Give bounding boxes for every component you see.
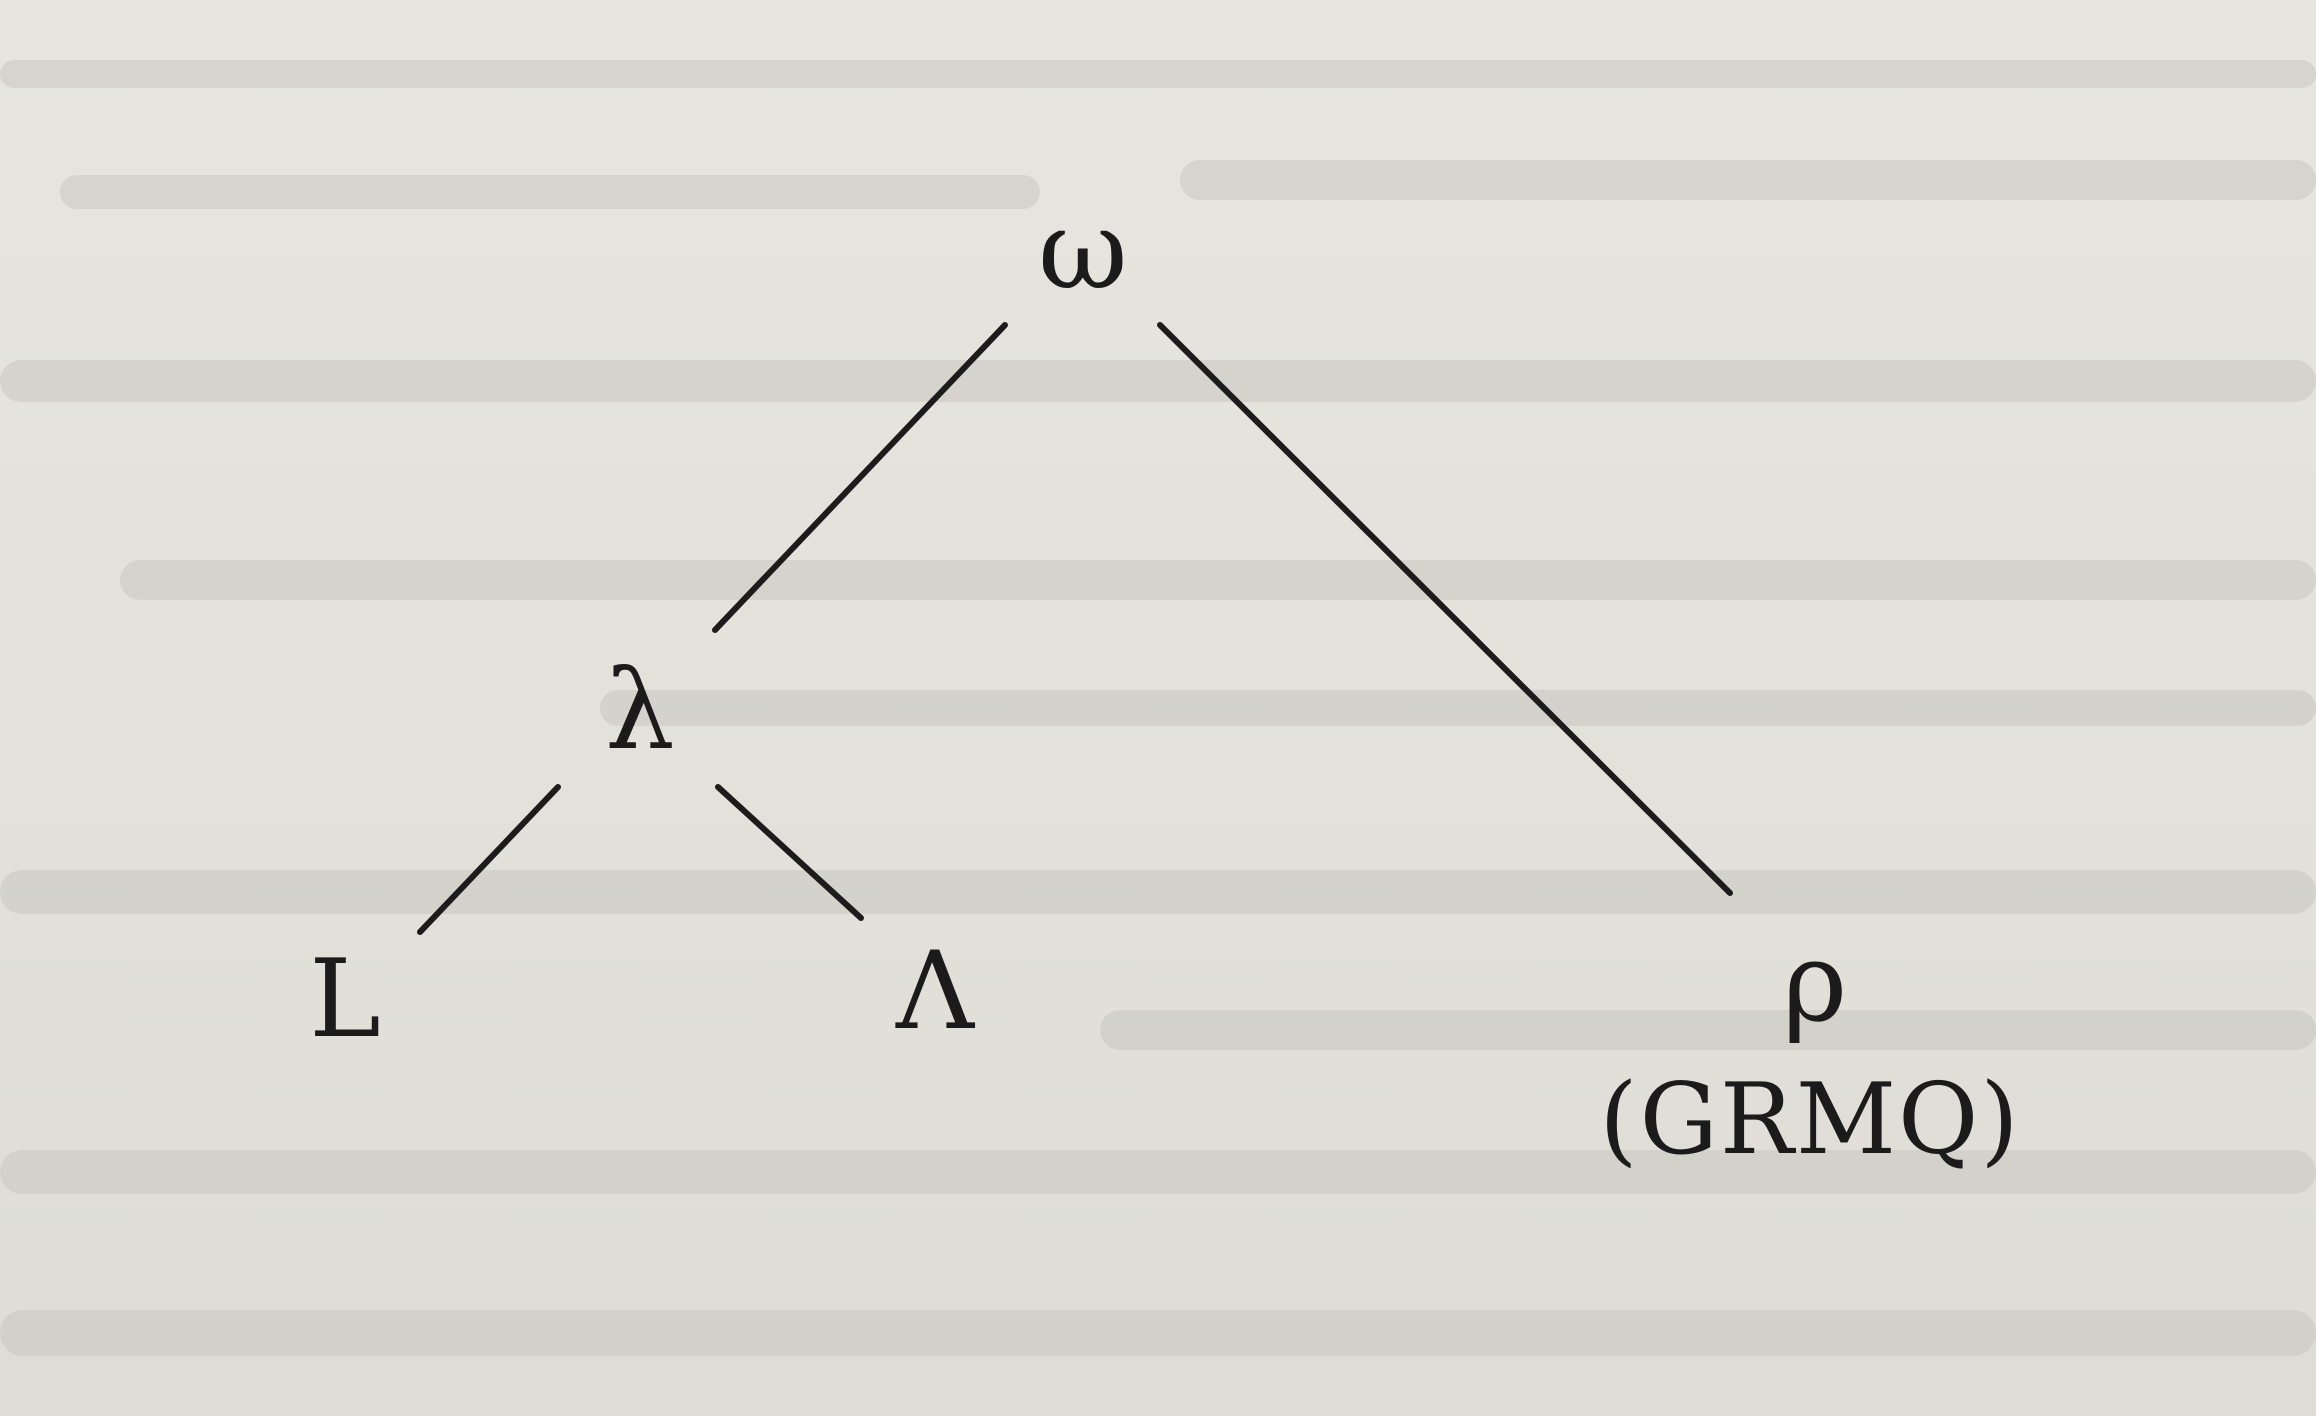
edge-lambda-to-L xyxy=(417,784,561,935)
node-rho: ρ xyxy=(1782,918,1848,1046)
node-L: L xyxy=(309,937,381,1062)
node-lambda: λ xyxy=(605,646,675,774)
edge-lambda-to-Lambda xyxy=(715,784,864,921)
node-Lambda: Λ xyxy=(896,929,974,1054)
edge-root-to-rho xyxy=(1157,322,1733,896)
node-rho-sublabel: (GRMQ) xyxy=(1599,1063,2021,1177)
edge-root-to-lambda xyxy=(712,322,1008,633)
node-omega: ω xyxy=(1038,186,1128,314)
